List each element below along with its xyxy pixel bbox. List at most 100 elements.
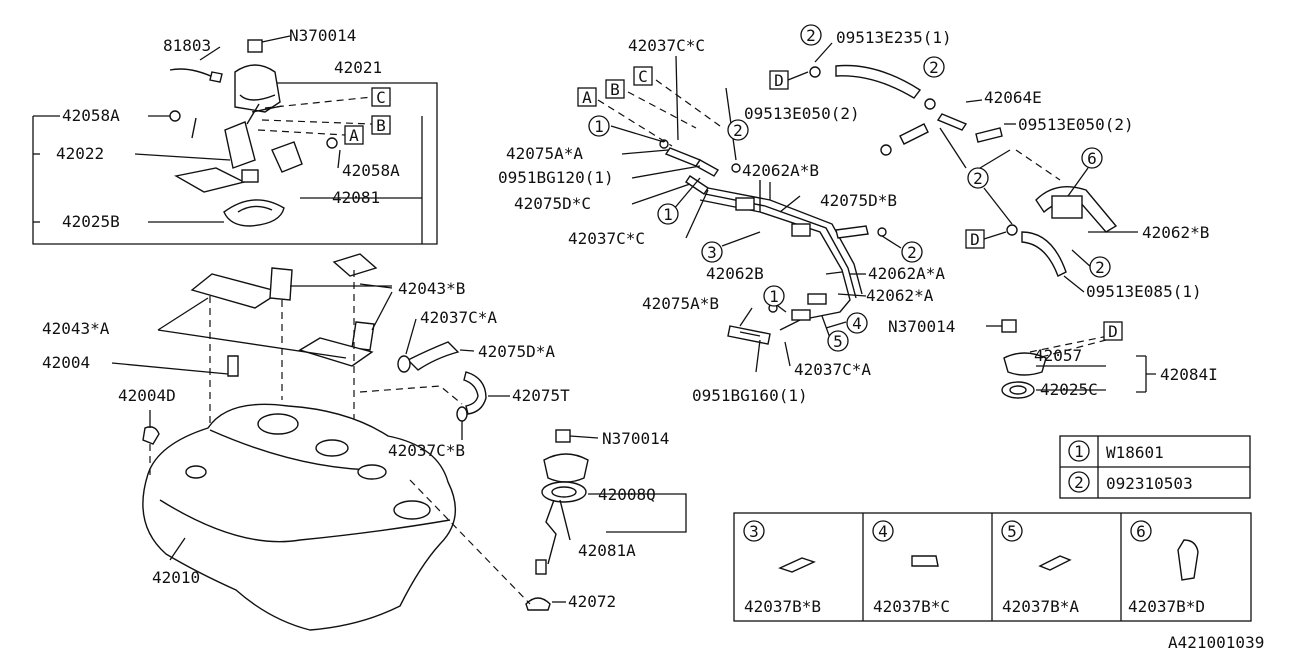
- label-42010: 42010: [152, 568, 200, 587]
- ref-1-c: [763, 285, 785, 307]
- leader-42075AA: [621, 149, 669, 155]
- clip-part-6: 42037B*D: [1128, 597, 1205, 616]
- callout-labels: 81803 N370014 42021 42058A 42022 42058A …: [42, 26, 1218, 611]
- lines-group: [597, 42, 1138, 373]
- dash-C: [655, 79, 721, 127]
- bracket-42084I: [1036, 355, 1156, 393]
- clamp-42037CA-1: [397, 355, 411, 373]
- clip-num-4-circle: [872, 520, 894, 542]
- label-42008Q: 42008Q: [598, 485, 656, 504]
- flag-C-right-text: C: [638, 67, 648, 86]
- label-42075AB: 42075A*B: [642, 294, 719, 313]
- flag-B-right: [605, 79, 625, 99]
- dash-to-A: [257, 129, 346, 136]
- ref-2-right: [923, 56, 945, 78]
- clip-num-4: 4: [878, 522, 888, 541]
- label-0951BG160: 0951BG160(1): [692, 386, 808, 405]
- ref-1-a: [588, 115, 610, 137]
- clip-part-3: 42037B*B: [744, 597, 821, 616]
- label-42081A: 42081A: [578, 541, 636, 560]
- hose-09513E050-a: [899, 123, 929, 145]
- label-42075DC: 42075D*C: [514, 194, 591, 213]
- label-42037CA-1: 42037C*A: [420, 308, 497, 327]
- legend-num-2-circle: [1068, 471, 1090, 493]
- pad-42043B-3: [351, 321, 375, 351]
- label-42062A: 42062*A: [866, 286, 934, 305]
- sender-unit: [271, 141, 303, 173]
- leader-0951BG120: [631, 165, 701, 179]
- leader-42043B: [290, 283, 393, 331]
- clip-num-3: 3: [749, 522, 759, 541]
- circle-refs: 2 2 2 1 2 6 1 3 2 2 1 4 5: [588, 24, 1111, 352]
- flag-A-right-text: A: [582, 88, 592, 107]
- dash-right: [1015, 149, 1061, 181]
- label-0951BG120: 0951BG120(1): [498, 168, 614, 187]
- flag-C-left-text: C: [376, 88, 386, 107]
- nut-N370014-b: [555, 429, 571, 443]
- regulator-group: [986, 319, 1156, 399]
- ref-6-text: 6: [1087, 149, 1097, 168]
- leader-42037CA-1: [405, 318, 417, 355]
- flag-D-top-link: [787, 71, 809, 81]
- connector-81803: [209, 71, 223, 83]
- leader-42058A-2: [337, 149, 341, 169]
- nut-N370014-c: [1001, 319, 1017, 333]
- dash-B: [627, 91, 697, 129]
- flag-A-right: [577, 87, 597, 107]
- label-N370014-a: N370014: [289, 26, 356, 45]
- tank-port-4: [393, 500, 431, 520]
- leader-3: [721, 231, 761, 247]
- leader-6: [1067, 167, 1089, 197]
- leader-2-dB: [881, 235, 902, 249]
- clip-4: [807, 293, 827, 305]
- ref-2-dB-text: 2: [907, 243, 917, 262]
- leader-42004: [111, 362, 229, 375]
- legend-num-1: 1: [1074, 442, 1084, 461]
- gasket-42008Q: [541, 481, 587, 503]
- wire-81803: [169, 68, 216, 79]
- screw-42058A-2: [326, 137, 338, 149]
- ref-4-text: 4: [852, 314, 862, 333]
- pump-assembly-group: [32, 35, 438, 245]
- bracket-42008Q-42081A: [588, 493, 687, 533]
- sender-flange: [543, 453, 589, 483]
- label-42075AA: 42075A*A: [506, 144, 583, 163]
- gasket-42008Q-inner: [551, 486, 577, 498]
- clip-3b: [791, 223, 811, 237]
- clip-5-drawing: [1038, 555, 1072, 571]
- hose-42075AA: [664, 147, 702, 167]
- hose-0951BG120: [694, 159, 720, 177]
- leader-42037CC-top: [675, 55, 679, 141]
- flag-D-mid-text: D: [970, 230, 980, 249]
- hose-42075DC: [685, 175, 709, 195]
- dash-to-C: [264, 96, 373, 109]
- clip-42004D: [142, 426, 160, 445]
- label-42025C: 42025C: [1040, 380, 1098, 399]
- label-42075DA: 42075D*A: [478, 342, 555, 361]
- leader-09513E235: [814, 42, 833, 63]
- tank-to-sender-dash: [409, 479, 531, 605]
- label-42058A-1: 42058A: [62, 106, 120, 125]
- pad-dash-lines: [209, 270, 355, 480]
- dash-to-B: [261, 119, 373, 125]
- sender-group: [409, 429, 687, 611]
- flag-C-left: [371, 87, 391, 107]
- tank-port-2: [315, 439, 349, 457]
- ref-2-e050-text: 2: [973, 169, 983, 188]
- label-42021: 42021: [334, 58, 382, 77]
- label-42025B: 42025B: [62, 212, 120, 231]
- ref-5: [827, 330, 849, 352]
- clip-num-3-circle: [743, 520, 765, 542]
- pin-left: [191, 117, 197, 139]
- legend-num-1-circle: [1068, 440, 1090, 462]
- leader-42075DA: [459, 349, 475, 352]
- clip-num-6-circle: [1130, 520, 1152, 542]
- leader-42075DC: [631, 183, 691, 205]
- ref-5-text: 5: [833, 332, 843, 351]
- legend-part-2: 092310503: [1106, 474, 1193, 493]
- tank-group: [111, 253, 510, 631]
- ref-1-b: [657, 203, 679, 225]
- hose-42075DB: [835, 225, 869, 239]
- hose-09513E235: [835, 64, 922, 99]
